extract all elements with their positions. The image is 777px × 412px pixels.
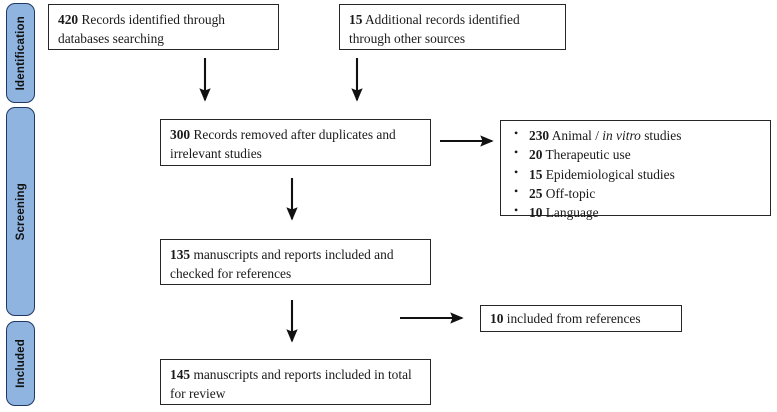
phase-bar-identification: Identification [6,3,35,103]
box-exclusion-reasons: 230 Animal / in vitro studies 20 Therape… [500,120,771,220]
box-total-for-review-count: 145 [170,367,191,382]
list-item: 25 Off-topic [514,184,762,203]
box-included-from-references: 10 included from references [480,305,682,332]
list-item: 10 Language [514,203,762,222]
box-records-identified-count: 420 [58,12,79,27]
phase-label-included: Included [14,339,27,388]
box-manuscripts-checked: 135 manuscripts and reports included and… [160,239,431,285]
list-item: 15 Epidemiological studies [514,165,762,184]
list-item: 230 Animal / in vitro studies [514,126,762,145]
box-included-from-references-count: 10 [490,311,504,326]
box-additional-records: 15 Additional records identified through… [339,4,566,50]
box-manuscripts-checked-text: manuscripts and reports included and che… [170,247,394,281]
box-records-removed-text: Records removed after duplicates and irr… [170,127,396,161]
phase-bar-included: Included [6,321,35,406]
exclusion-reasons-list: 230 Animal / in vitro studies 20 Therape… [507,126,762,222]
phase-label-identification: Identification [14,15,27,91]
box-included-from-references-text: included from references [506,311,641,326]
box-records-removed-count: 300 [170,127,191,142]
box-records-identified-text: Records identified through databases sea… [58,12,225,46]
box-total-for-review-text: manuscripts and reports included in tota… [170,367,412,401]
list-item: 20 Therapeutic use [514,145,762,164]
box-additional-records-count: 15 [349,12,363,27]
box-manuscripts-checked-count: 135 [170,247,191,262]
box-records-removed: 300 Records removed after duplicates and… [160,119,431,166]
box-total-for-review: 145 manuscripts and reports included in … [160,359,431,405]
phase-bar-screening: Screening [6,107,35,316]
box-records-identified: 420 Records identified through databases… [48,4,279,50]
phase-label-screening: Screening [14,182,27,241]
box-additional-records-text: Additional records identified through ot… [349,12,520,46]
